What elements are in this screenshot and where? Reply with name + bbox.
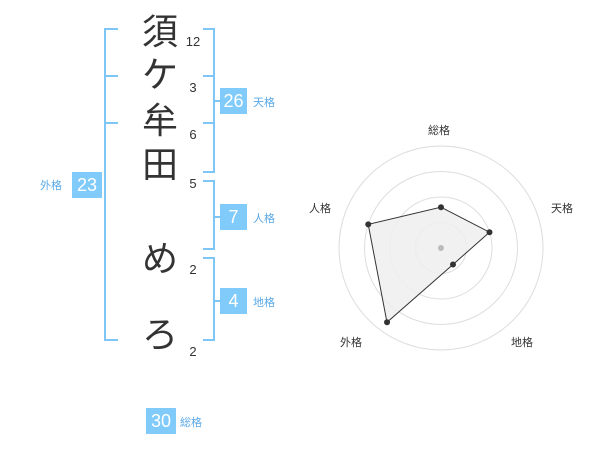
tenkaku-bracket-connector xyxy=(213,100,221,102)
outer-bracket-bottom-tick xyxy=(104,339,118,341)
tenkaku-bracket-top-tick xyxy=(203,28,215,30)
radar-point-3 xyxy=(384,319,391,326)
outer-bracket-mid-tick-2 xyxy=(104,122,118,124)
outer-bracket-vertical xyxy=(104,28,106,341)
radar-point-4 xyxy=(365,221,372,228)
jinkaku-bracket-connector xyxy=(213,216,221,218)
radar-axis-label-tenkaku: 天格 xyxy=(551,202,573,215)
stroke-count-3: 6 xyxy=(189,127,197,142)
radar-point-2 xyxy=(449,261,456,268)
gaikaku-label: 外格 xyxy=(40,179,62,192)
chikaku-bracket-top-tick xyxy=(203,257,215,259)
radar-axis-label-chikaku: 地格 xyxy=(511,336,533,349)
radar-point-1 xyxy=(486,229,493,236)
radar-axis-label-gaikaku: 外格 xyxy=(340,336,362,349)
jinkaku-label: 人格 xyxy=(253,212,275,225)
name-char-3: 牟 xyxy=(141,101,178,142)
chikaku-bracket-vertical xyxy=(213,257,215,341)
radar-area xyxy=(367,206,491,324)
chikaku-bracket-bottom-tick xyxy=(203,339,215,341)
tenkaku-bracket-mid-tick-1 xyxy=(203,75,215,77)
radar-axis-label-jinkaku: 人格 xyxy=(309,202,331,215)
chikaku-score: 4 xyxy=(220,288,247,314)
name-char-5: め xyxy=(141,239,178,280)
stroke-count-4: 5 xyxy=(189,176,197,191)
gaikaku-score: 23 xyxy=(72,172,102,198)
chikaku-bracket-connector xyxy=(213,300,221,302)
stroke-count-2: 3 xyxy=(189,80,197,95)
jinkaku-score: 7 xyxy=(220,204,247,230)
radar-axis-label-soukaku: 総格 xyxy=(428,124,450,137)
stroke-count-5: 2 xyxy=(189,262,197,277)
outer-bracket-top-tick xyxy=(104,28,118,30)
name-char-4: 田 xyxy=(141,145,178,186)
jinkaku-bracket-top-tick xyxy=(203,180,215,182)
tenkaku-score: 26 xyxy=(220,88,247,114)
radar-grid-ring xyxy=(364,171,518,325)
radar-point-0 xyxy=(438,204,444,211)
stroke-count-6: 2 xyxy=(189,344,197,359)
outer-bracket-mid-tick-1 xyxy=(104,75,118,77)
tenkaku-bracket-bottom-tick xyxy=(203,171,215,173)
jinkaku-bracket-bottom-tick xyxy=(203,248,215,250)
stroke-count-1: 12 xyxy=(185,34,201,49)
radar-grid-ring xyxy=(338,145,544,351)
soukaku-score: 30 xyxy=(146,408,176,434)
name-char-6: ろ xyxy=(141,315,178,356)
jinkaku-bracket-vertical xyxy=(213,180,215,250)
radar-points xyxy=(365,204,493,326)
soukaku-label: 総格 xyxy=(180,416,202,429)
tenkaku-label: 天格 xyxy=(253,96,275,109)
radar-center-dot xyxy=(438,245,444,251)
chikaku-label: 地格 xyxy=(253,296,275,309)
name-char-2: ケ xyxy=(141,55,178,96)
name-char-1: 須 xyxy=(141,12,178,53)
tenkaku-bracket-mid-tick-2 xyxy=(203,122,215,124)
